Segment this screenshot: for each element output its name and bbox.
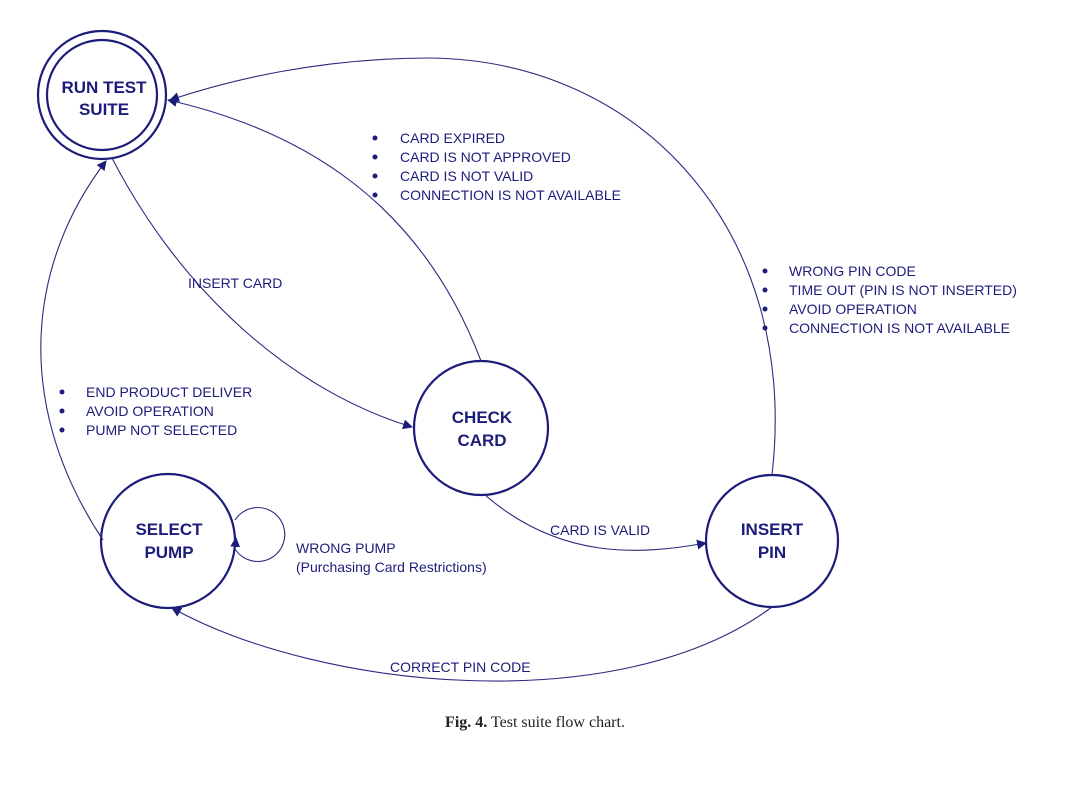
edge-wrong-pump-loop xyxy=(230,507,286,562)
edge-label-insert-card: INSERT CARD xyxy=(188,275,282,291)
list-item: AVOID OPERATION xyxy=(789,301,917,317)
state-select-pump-label-2: PUMP xyxy=(144,543,193,562)
edge-label-correct-pin-code: CORRECT PIN CODE xyxy=(390,659,531,675)
state-check-card-label-1: CHECK xyxy=(452,408,513,427)
figure-caption: Fig. 4. Test suite flow chart. xyxy=(0,714,1070,732)
edge-label-wrong-pump-1: WRONG PUMP xyxy=(296,540,396,556)
list-insert-pin-fail: WRONG PIN CODE TIME OUT (PIN IS NOT INSE… xyxy=(762,263,1017,336)
list-item: CONNECTION IS NOT AVAILABLE xyxy=(400,187,621,203)
edge-check-card-to-run xyxy=(167,97,482,362)
edge-insert-pin-to-run xyxy=(169,57,776,476)
edge-label-card-is-valid: CARD IS VALID xyxy=(550,522,650,538)
state-insert-pin-label-1: INSERT xyxy=(741,520,804,539)
figure-caption-label: Fig. 4. xyxy=(445,714,488,731)
state-select-pump: SELECT PUMP xyxy=(99,472,237,610)
list-item: PUMP NOT SELECTED xyxy=(86,422,237,438)
list-item: CARD IS NOT VALID xyxy=(400,168,533,184)
list-item: AVOID OPERATION xyxy=(86,403,214,419)
flow-chart: RUN TEST SUITE CHECK CARD INSERT PIN SEL… xyxy=(36,29,1017,682)
state-check-card-label-2: CARD xyxy=(457,431,506,450)
list-item: CARD IS NOT APPROVED xyxy=(400,149,571,165)
edge-select-pump-to-run xyxy=(40,160,107,541)
edge-correct-pin-code xyxy=(171,606,773,682)
figure-caption-text: Test suite flow chart. xyxy=(490,714,625,731)
state-check-card: CHECK CARD xyxy=(412,359,550,497)
state-insert-pin: INSERT PIN xyxy=(704,473,840,609)
state-run-test-suite-label-1: RUN TEST xyxy=(62,78,148,97)
state-run-test-suite-label-2: SUITE xyxy=(79,100,129,119)
list-item: WRONG PIN CODE xyxy=(789,263,916,279)
edge-label-wrong-pump-2: (Purchasing Card Restrictions) xyxy=(296,559,487,575)
state-run-test-suite: RUN TEST SUITE xyxy=(36,29,168,161)
state-select-pump-label-1: SELECT xyxy=(135,520,203,539)
list-select-pump-end: END PRODUCT DELIVER AVOID OPERATION PUMP… xyxy=(59,384,252,438)
state-insert-pin-label-2: PIN xyxy=(758,543,786,562)
list-item: CARD EXPIRED xyxy=(400,130,505,146)
list-item: CONNECTION IS NOT AVAILABLE xyxy=(789,320,1010,336)
edge-card-is-valid xyxy=(484,494,707,551)
list-item: TIME OUT (PIN IS NOT INSERTED) xyxy=(789,282,1017,298)
list-item: END PRODUCT DELIVER xyxy=(86,384,252,400)
edge-insert-card xyxy=(111,157,413,430)
list-check-card-fail: CARD EXPIRED CARD IS NOT APPROVED CARD I… xyxy=(372,130,621,203)
